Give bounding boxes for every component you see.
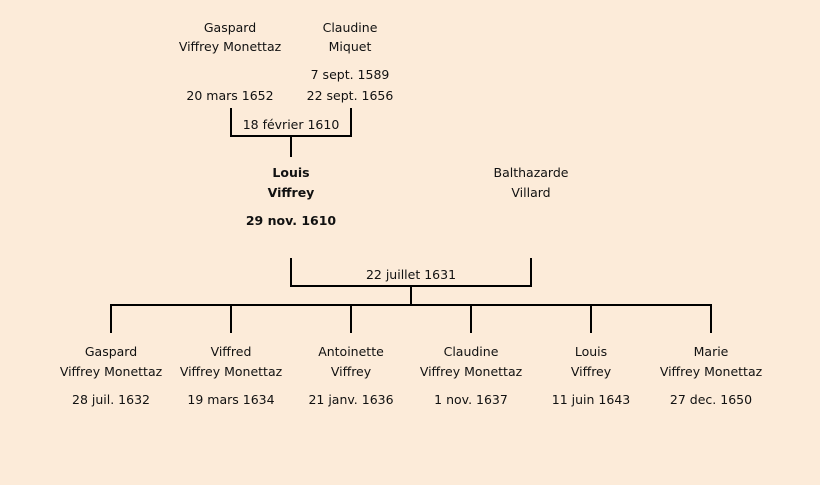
child-first-name: Louis — [574, 344, 608, 359]
spouse-first-name: Balthazarde — [493, 165, 569, 180]
child-last-name: Viffrey — [570, 364, 612, 379]
mother-birth-date: 7 sept. 1589 — [310, 67, 390, 82]
spouse-last-name: Villard — [511, 185, 551, 200]
child-last-name: Viffrey Monettaz — [59, 364, 163, 379]
subject-first-name: Louis — [272, 165, 310, 180]
connector-line — [290, 258, 292, 287]
child-last-name: Viffrey Monettaz — [179, 364, 283, 379]
child-connector-line — [350, 304, 352, 333]
child-first-name: Antoinette — [318, 344, 384, 359]
mother-last-name: Miquet — [328, 39, 372, 54]
mother-death-date: 22 sept. 1656 — [306, 88, 394, 103]
child-birth-date: 1 nov. 1637 — [434, 392, 508, 407]
child-first-name: Marie — [693, 344, 729, 359]
child-birth-date: 21 janv. 1636 — [308, 392, 394, 407]
child-last-name: Viffrey — [330, 364, 372, 379]
father-first-name: Gaspard — [203, 20, 257, 35]
father-last-name: Viffrey Monettaz — [178, 39, 282, 54]
child-birth-date: 19 mars 1634 — [187, 392, 275, 407]
subject-last-name: Viffrey — [267, 185, 315, 200]
child-connector-line — [230, 304, 232, 333]
subject-birth-date: 29 nov. 1610 — [245, 213, 337, 228]
mother-first-name: Claudine — [322, 20, 378, 35]
connector-line — [410, 285, 412, 306]
children-line — [110, 304, 712, 306]
parents-marriage-date: 18 février 1610 — [242, 117, 340, 132]
connector-line — [290, 135, 292, 157]
connector-line — [230, 108, 232, 137]
marriage-date: 22 juillet 1631 — [365, 267, 457, 282]
child-first-name: Viffred — [210, 344, 252, 359]
child-first-name: Claudine — [443, 344, 499, 359]
child-last-name: Viffrey Monettaz — [659, 364, 763, 379]
connector-line — [350, 108, 352, 137]
child-connector-line — [110, 304, 112, 333]
child-birth-date: 27 dec. 1650 — [669, 392, 753, 407]
child-last-name: Viffrey Monettaz — [419, 364, 523, 379]
child-first-name: Gaspard — [84, 344, 138, 359]
father-death-date: 20 mars 1652 — [186, 88, 274, 103]
connector-line — [530, 258, 532, 287]
child-birth-date: 28 juil. 1632 — [72, 392, 150, 407]
child-birth-date: 11 juin 1643 — [551, 392, 631, 407]
child-connector-line — [710, 304, 712, 333]
child-connector-line — [590, 304, 592, 333]
child-connector-line — [470, 304, 472, 333]
